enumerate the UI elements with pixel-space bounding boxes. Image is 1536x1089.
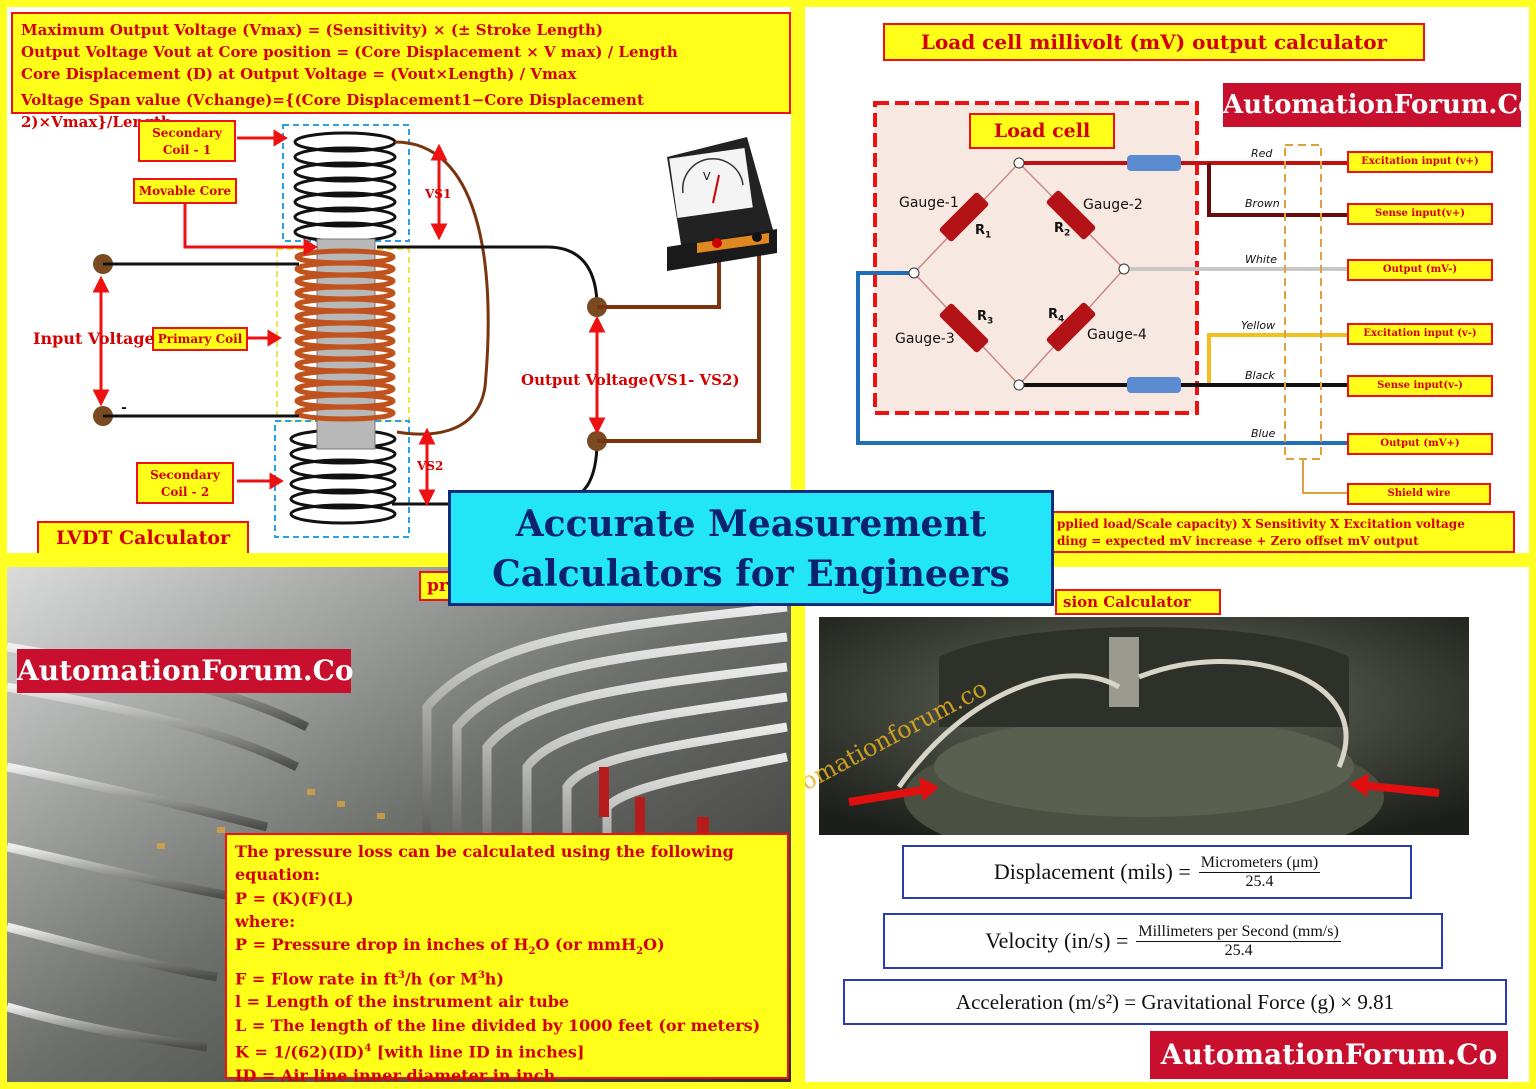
terminal-sense-plus: Sense input(v+) bbox=[1347, 203, 1493, 225]
gauge-4-label: Gauge-4 bbox=[1087, 327, 1147, 343]
output-voltage-label: Output Voltage(VS1- VS2) bbox=[521, 371, 740, 389]
lvdt-formula-4: Voltage Span value (Vchange)={(Core Disp… bbox=[21, 91, 644, 131]
acceleration-formula: Acceleration (m/s²) = Gravitational Forc… bbox=[843, 979, 1507, 1025]
voltmeter-icon: V bbox=[667, 137, 777, 271]
secondary-coil-1 bbox=[293, 131, 397, 243]
lvdt-formula-box: Maximum Output Voltage (Vmax) = (Sensiti… bbox=[11, 12, 791, 131]
vs1-label: VS1 bbox=[425, 187, 452, 201]
velocity-numerator: Millimeters per Second (mm/s) bbox=[1136, 922, 1341, 942]
wire-yellow-label: Yellow bbox=[1241, 319, 1276, 332]
displacement-numerator: Micrometers (μm) bbox=[1198, 853, 1321, 873]
r2-label: R2 bbox=[1054, 221, 1071, 239]
loadcell-brand: AutomationForum.Co bbox=[1223, 83, 1529, 127]
r1-label: R1 bbox=[975, 223, 992, 241]
r3-label: R3 bbox=[977, 309, 994, 327]
lvdt-title: LVDT Calculator bbox=[37, 521, 249, 553]
velocity-formula: Velocity (in/s) = Millimeters per Second… bbox=[883, 913, 1443, 969]
vibration-brand: AutomationForum.Co bbox=[1150, 1031, 1508, 1079]
velocity-lhs: Velocity (in/s) = bbox=[985, 928, 1129, 953]
terminal-shield-wire: Shield wire bbox=[1347, 483, 1491, 505]
lvdt-formula-1: Maximum Output Voltage (Vmax) = (Sensiti… bbox=[21, 21, 603, 39]
lvdt-formula-3: Core Displacement (D) at Output Voltage … bbox=[21, 65, 577, 83]
loadcell-diagram bbox=[856, 101, 1347, 494]
minus-sign: - bbox=[121, 400, 127, 416]
loadcell-title: Load cell millivolt (mV) output calculat… bbox=[883, 23, 1425, 61]
lvdt-formula-2: Output Voltage Vout at Core position = (… bbox=[21, 43, 678, 61]
meter-letter: V bbox=[703, 170, 711, 183]
vs2-label: VS2 bbox=[417, 459, 444, 473]
wire-white-label: White bbox=[1245, 253, 1277, 266]
gauge-2-label: Gauge-2 bbox=[1083, 197, 1143, 213]
sensor-photo bbox=[819, 617, 1469, 835]
terminal-output-minus: Output (mV-) bbox=[1347, 259, 1493, 281]
r4-label: R4 bbox=[1048, 307, 1065, 325]
loadcell-formula-box: pplied load/Scale capacity) X Sensitivit… bbox=[1049, 511, 1515, 553]
vibration-panel: sion Calculator Automationforum.co Displ… bbox=[798, 560, 1536, 1089]
primary-coil bbox=[294, 248, 396, 422]
center-title-line-2: Calculators for Engineers bbox=[492, 553, 1010, 595]
terminal-sense-minus: Sense input(v-) bbox=[1347, 375, 1493, 397]
displacement-formula: Displacement (mils) = Micrometers (μm)25… bbox=[902, 845, 1412, 899]
velocity-denominator: 25.4 bbox=[1224, 941, 1253, 959]
gauge-3-label: Gauge-3 bbox=[895, 331, 955, 347]
gauge-1-label: Gauge-1 bbox=[899, 195, 959, 211]
movable-core-label: Movable Core bbox=[133, 178, 237, 204]
terminal-excitation-minus: Excitation input (v-) bbox=[1347, 323, 1493, 345]
loadcell-panel: Load cell millivolt (mV) output calculat… bbox=[798, 0, 1536, 560]
center-title-box: Accurate Measurement Calculators for Eng… bbox=[448, 490, 1054, 606]
displacement-denominator: 25.4 bbox=[1245, 872, 1274, 890]
primary-coil-label: Primary Coil bbox=[152, 327, 248, 351]
input-voltage-label: Input Voltage bbox=[33, 329, 155, 348]
terminal-output-plus: Output (mV+) bbox=[1347, 433, 1493, 455]
pressure-panel: pr AutomationForum.Co The pressure loss … bbox=[0, 560, 798, 1089]
wire-brown-label: Brown bbox=[1245, 197, 1280, 210]
wire-blue-label: Blue bbox=[1251, 427, 1276, 440]
vibration-title-partial: sion Calculator bbox=[1055, 589, 1221, 615]
displacement-lhs: Displacement (mils) = bbox=[993, 859, 1191, 884]
terminal-excitation-plus: Excitation input (v+) bbox=[1347, 151, 1493, 173]
wire-red-label: Red bbox=[1251, 147, 1273, 160]
pressure-formula-box: The pressure loss can be calculated usin… bbox=[225, 833, 789, 1082]
center-title-line-1: Accurate Measurement bbox=[515, 503, 987, 545]
pressure-brand: AutomationForum.Co bbox=[17, 649, 354, 693]
wire-black-label: Black bbox=[1245, 369, 1275, 382]
lvdt-diagram: V bbox=[92, 124, 777, 538]
lvdt-panel: Maximum Output Voltage (Vmax) = (Sensiti… bbox=[0, 0, 798, 560]
loadcell-box-title: Load cell bbox=[969, 113, 1115, 149]
